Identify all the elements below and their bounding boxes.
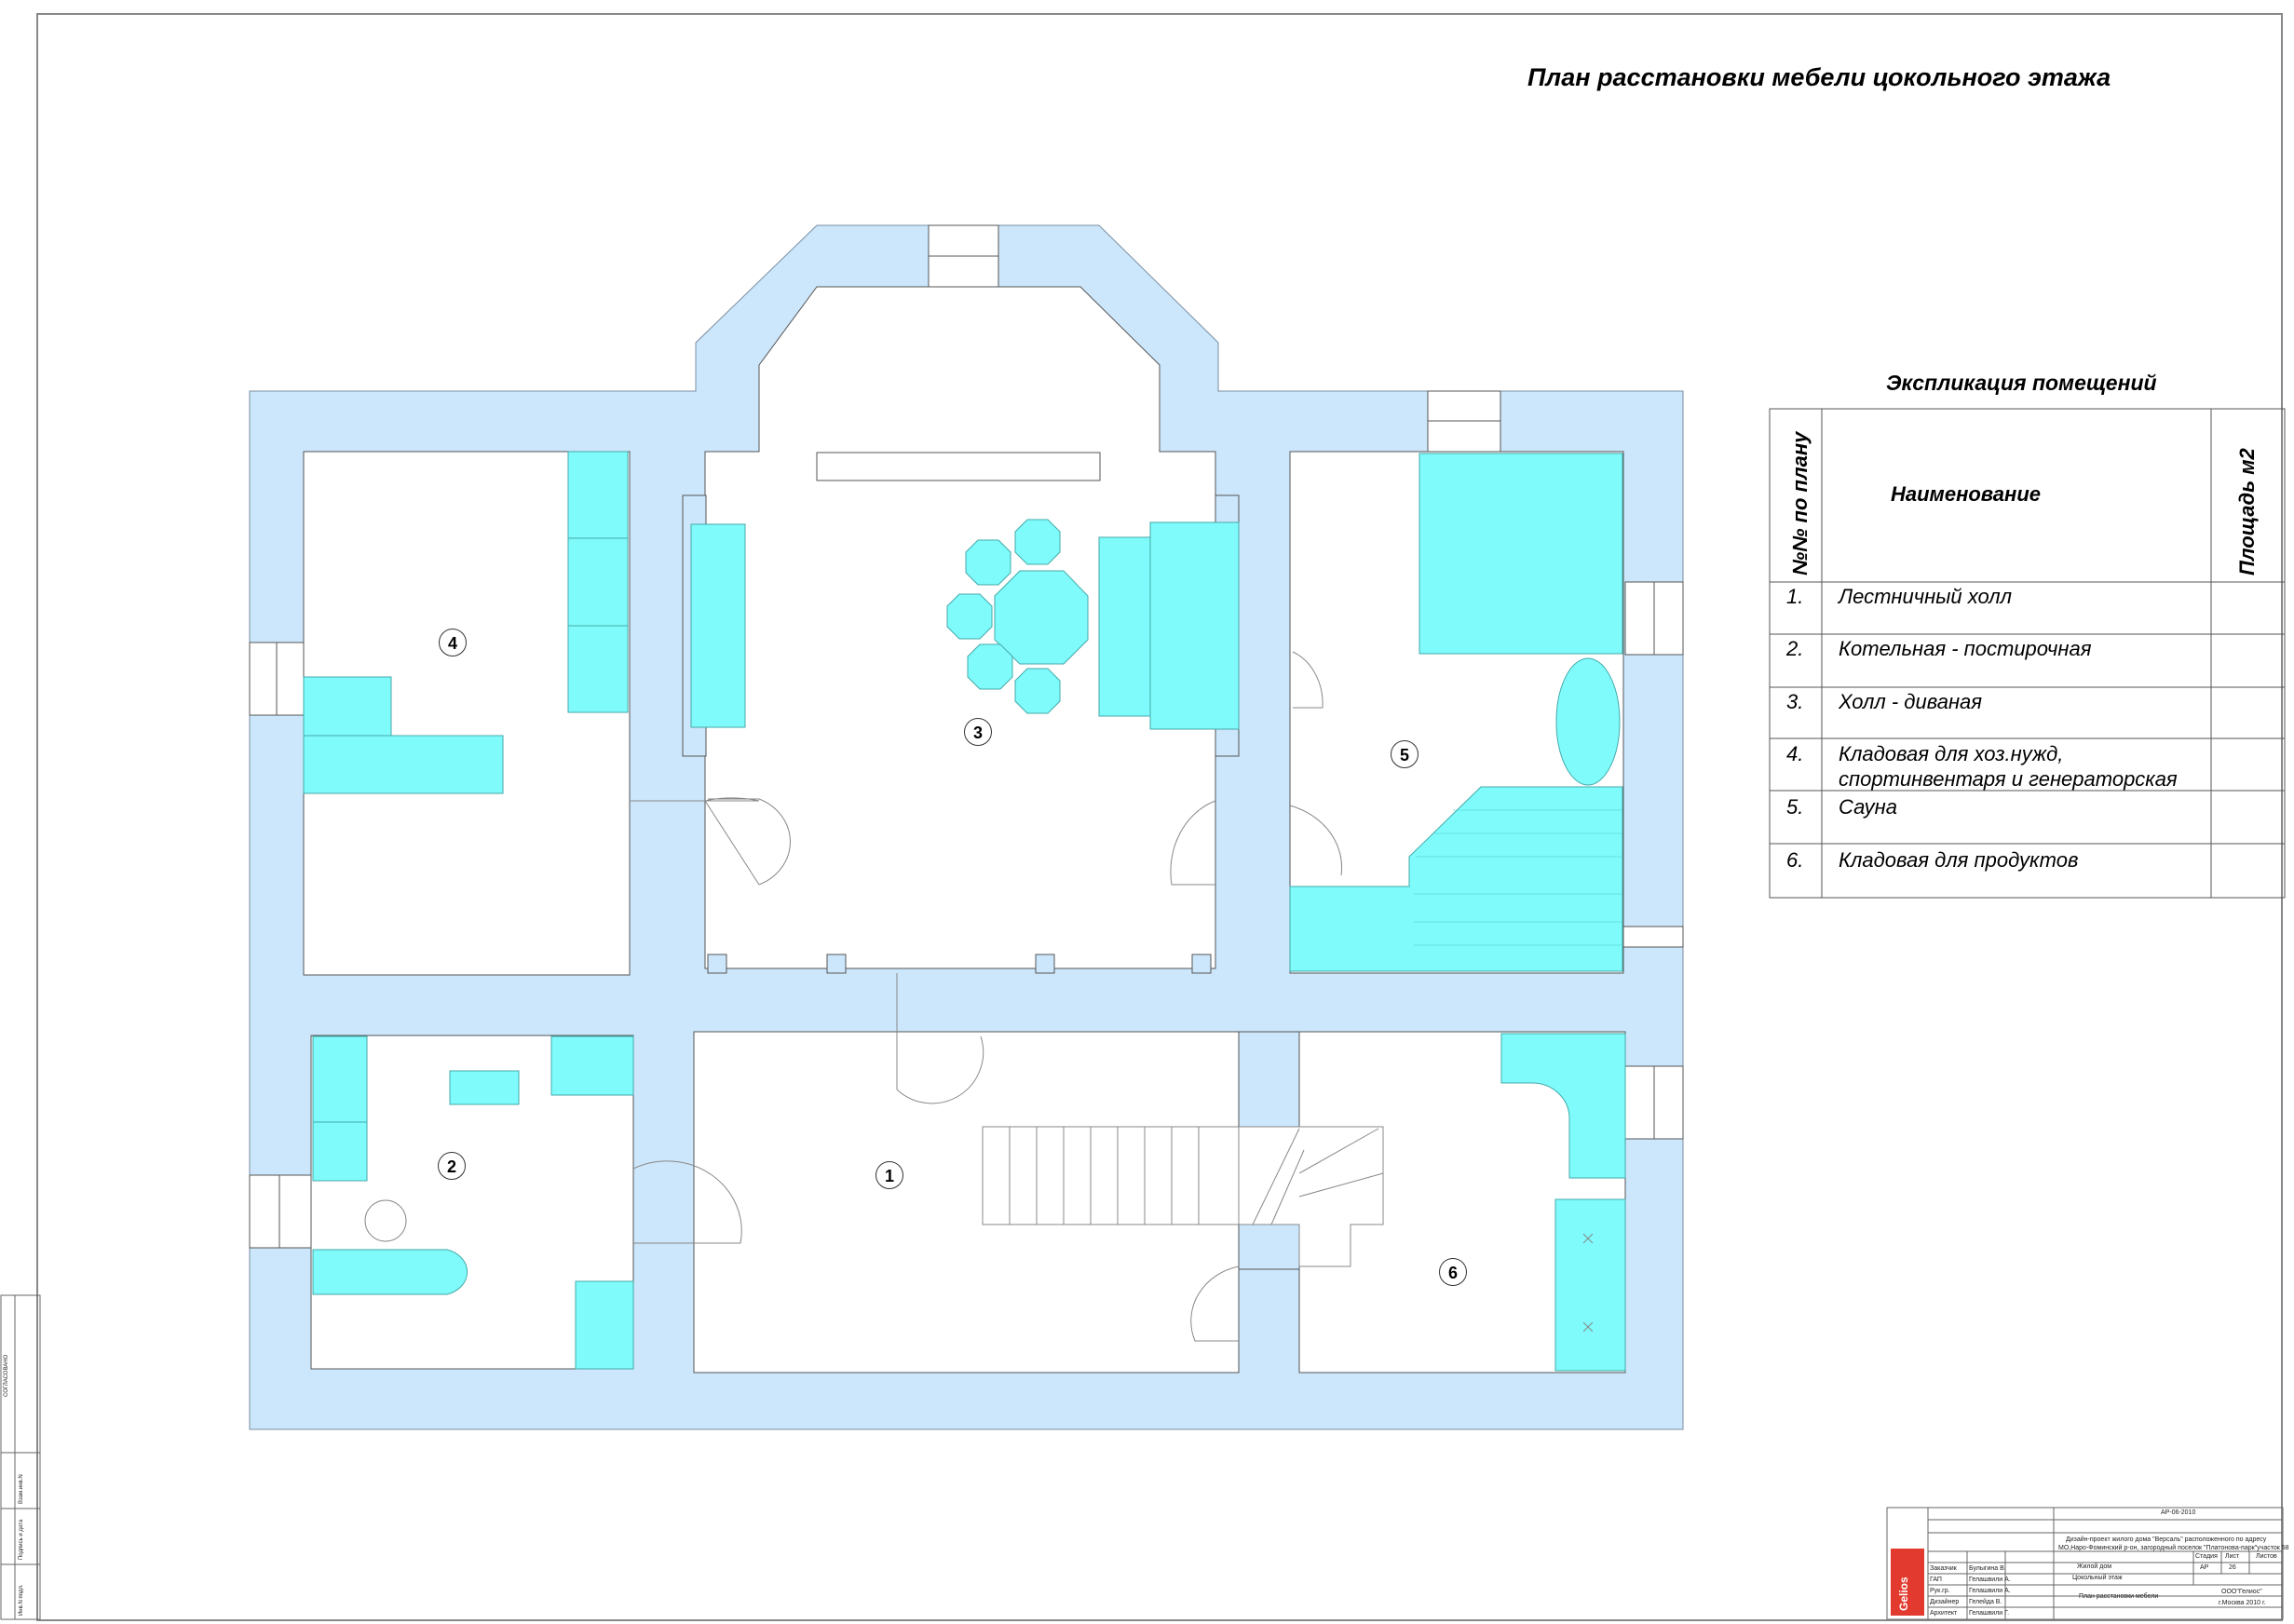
side-label-inv: Инв.N подл. xyxy=(19,1584,24,1616)
explication-title: Экспликация помещений xyxy=(1886,371,2157,395)
room-label-2: 2 xyxy=(438,1152,466,1180)
sheet-border xyxy=(36,13,2283,1621)
windows xyxy=(249,390,1684,1249)
row-3-num: 3. xyxy=(1786,690,1804,713)
stamp-name-3: Гелашвили А. xyxy=(1969,1588,2011,1594)
col-num-header: №№ по плану xyxy=(1788,431,1812,575)
stamp-name-1: Булыгина В. xyxy=(1969,1565,2006,1572)
stamp-sheet: 26 xyxy=(2229,1564,2236,1571)
stamp-name-5: Гелашвили Г. xyxy=(1969,1610,2010,1617)
row-4-num: 4. xyxy=(1786,742,1804,765)
furniture xyxy=(303,451,1626,1372)
sheet-title: План расстановки мебели цокольного этажа xyxy=(1527,63,2111,91)
stamp-sheets-label: Листов xyxy=(2256,1553,2277,1560)
side-label-sign: Подпись и дата xyxy=(19,1519,24,1560)
row-4-name: Кладовая для хоз.нужд, xyxy=(1839,742,2064,765)
stamp-sheet-label: Лист xyxy=(2225,1553,2240,1560)
col-area-header: Площадь м2 xyxy=(2235,448,2259,575)
stamp-project-line2: МО,Наро-Фоминский р-он, загородный посел… xyxy=(2058,1545,2289,1551)
stairs xyxy=(982,1126,1384,1267)
side-label-agreed: СОГЛАСОВАНО xyxy=(4,1354,9,1397)
doors xyxy=(630,651,1343,1342)
stamp-code: АР-06-2010 xyxy=(2161,1509,2196,1516)
row-4-name-line2: спортинвентаря и генераторская xyxy=(1839,767,2178,791)
stamp-role-5: Архитект xyxy=(1930,1610,1958,1617)
x-marks xyxy=(1582,1233,1594,1333)
stamp-name-2: Гелашвили А. xyxy=(1969,1577,2011,1583)
row-5-num: 5. xyxy=(1786,795,1804,819)
row-3-name: Холл - диваная xyxy=(1839,690,1983,713)
stamp-sheet-name: План расстановки мебели xyxy=(2079,1593,2159,1600)
side-label-replace: Взам.инв.N xyxy=(19,1474,24,1504)
row-6-name: Кладовая для продуктов xyxy=(1839,848,2079,872)
stamp-project-line1: Дизайн-проект жилого дома "Версаль" расп… xyxy=(2066,1536,2267,1543)
room-label-5: 5 xyxy=(1391,740,1418,768)
stamp-building: Жилой дом xyxy=(2077,1563,2112,1570)
room-label-6: 6 xyxy=(1439,1258,1467,1286)
side-strip xyxy=(0,1294,41,1620)
sauna-bench-lines xyxy=(1414,809,1622,946)
room-label-1: 1 xyxy=(876,1161,903,1189)
stamp-role-3: Рук.гр. xyxy=(1930,1588,1950,1594)
boiler-circle xyxy=(364,1199,407,1242)
stamp-role-4: Дизайнер xyxy=(1930,1599,1960,1605)
row-6-num: 6. xyxy=(1786,848,1804,872)
stamp-role-2: ГАП xyxy=(1930,1577,1942,1583)
room-label-3: 3 xyxy=(964,718,992,746)
col-name-header: Наименование xyxy=(1891,482,2041,506)
row-2-num: 2. xyxy=(1786,637,1804,660)
shelf xyxy=(816,452,1101,481)
stamp-floor: Цокольный этаж xyxy=(2072,1575,2123,1581)
row-1-num: 1. xyxy=(1786,585,1804,608)
row-1-name: Лестничный холл xyxy=(1839,585,2013,608)
row-5-name: Сауна xyxy=(1839,795,1897,819)
title-block xyxy=(1886,1507,2284,1620)
stamp-company: ООО"Гелиос" xyxy=(2221,1589,2262,1595)
logo-block xyxy=(1891,1549,1924,1616)
stamp-city: г.Москва 2010 г. xyxy=(2219,1600,2266,1606)
stamp-stage-label: Стадия xyxy=(2195,1553,2218,1560)
row-2-name: Котельная - постирочная xyxy=(1839,637,2092,660)
explication-table xyxy=(1769,408,2286,899)
stamp-role-1: Заказчик xyxy=(1930,1565,1957,1572)
room-label-4: 4 xyxy=(439,629,467,656)
stamp-name-4: Гелейда В. xyxy=(1969,1599,2002,1605)
company-logo: Gelios xyxy=(1897,1577,1910,1611)
stamp-stage: АР xyxy=(2200,1564,2209,1571)
